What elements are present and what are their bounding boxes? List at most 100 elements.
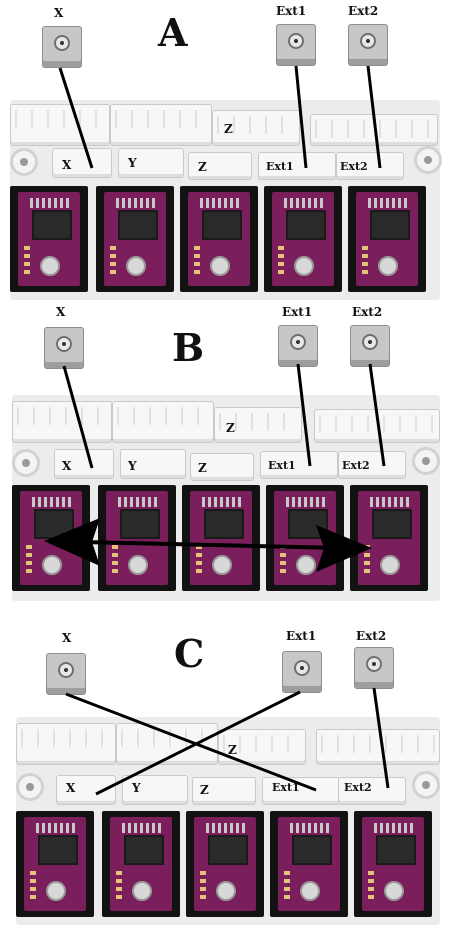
stepper-driver-ext2 <box>348 186 426 292</box>
driver-chip <box>376 835 416 865</box>
potentiometer-icon <box>40 256 60 276</box>
potentiometer-icon <box>132 881 152 901</box>
driver-heatsink <box>122 823 162 833</box>
motor-label-x: X <box>62 631 72 645</box>
driver-pcb <box>110 817 172 911</box>
driver-heatsink <box>368 198 408 208</box>
driver-capacitor <box>284 869 290 899</box>
motor-label-ext2: Ext2 <box>348 4 379 18</box>
motor-label-ext1: Ext1 <box>276 4 307 18</box>
panel-c: C X Ext1 Ext2 Z X Y Z Ext1 Ext2 <box>0 605 461 929</box>
potentiometer-icon <box>46 881 66 901</box>
panel-letter: B <box>172 325 205 370</box>
stepper-driver-y <box>102 811 180 917</box>
board-label-z: Z <box>200 783 209 797</box>
board-label-ext2: Ext2 <box>340 160 368 173</box>
driver-pcb <box>358 491 420 585</box>
driver-capacitor <box>196 543 202 573</box>
potentiometer-icon <box>296 555 316 575</box>
potentiometer-icon <box>294 256 314 276</box>
board-label-ext1: Ext1 <box>266 160 294 173</box>
stepper-motor-x <box>44 327 84 369</box>
mount-hole <box>414 146 442 174</box>
z-connector <box>188 152 252 180</box>
driver-heatsink <box>374 823 414 833</box>
potentiometer-icon <box>212 555 232 575</box>
motor-label-x: X <box>56 305 66 319</box>
potentiometer-icon <box>300 881 320 901</box>
driver-capacitor <box>24 244 30 274</box>
driver-capacitor <box>368 869 374 899</box>
motor-shaft-icon <box>360 33 376 49</box>
driver-heatsink <box>370 497 410 507</box>
stepper-driver-z <box>180 186 258 292</box>
motor-shaft-icon <box>366 656 382 672</box>
driver-heatsink <box>32 497 72 507</box>
driver-chip <box>208 835 248 865</box>
x-connector <box>56 775 116 805</box>
stepper-motor-x <box>46 653 86 695</box>
top-connector <box>116 723 218 765</box>
motor-shaft-icon <box>288 33 304 49</box>
stepper-driver-z <box>182 485 260 591</box>
motor-shaft-icon <box>290 334 306 350</box>
stepper-driver-x <box>12 485 90 591</box>
driver-capacitor <box>364 543 370 573</box>
driver-chip <box>202 210 242 240</box>
driver-capacitor <box>280 543 286 573</box>
driver-pcb <box>188 192 250 286</box>
motor-shaft-icon <box>362 334 378 350</box>
board-label-z-top: Z <box>224 122 233 136</box>
panel-b: B X Ext1 Ext2 Z X Y Z Ext1 Ext2 <box>0 305 461 605</box>
mount-hole <box>412 771 440 799</box>
motor-label-x: X <box>54 6 64 20</box>
top-connector <box>112 401 214 443</box>
board-label-x: X <box>62 459 72 473</box>
top-connector <box>16 723 116 765</box>
panel-letter: C <box>174 631 205 676</box>
y-connector <box>120 449 186 479</box>
stepper-motor-x <box>42 26 82 68</box>
driver-capacitor <box>112 543 118 573</box>
driver-pcb <box>278 817 340 911</box>
stepper-motor-ext2 <box>354 647 394 689</box>
driver-heatsink <box>36 823 76 833</box>
driver-heatsink <box>200 198 240 208</box>
mount-hole <box>16 773 44 801</box>
driver-chip <box>292 835 332 865</box>
driver-capacitor <box>194 244 200 274</box>
driver-chip <box>32 210 72 240</box>
top-connector <box>110 104 212 146</box>
y-connector <box>118 148 184 178</box>
driver-capacitor <box>30 869 36 899</box>
driver-pcb <box>356 192 418 286</box>
motor-shaft-icon <box>56 336 72 352</box>
potentiometer-icon <box>210 256 230 276</box>
driver-chip <box>286 210 326 240</box>
board-label-x: X <box>66 781 76 795</box>
board-label-z: Z <box>198 461 207 475</box>
z-top-connector <box>212 110 300 146</box>
driver-heatsink <box>290 823 330 833</box>
x-connector <box>52 148 112 178</box>
motor-label-ext2: Ext2 <box>352 305 383 319</box>
driver-capacitor <box>200 869 206 899</box>
stepper-driver-ext1 <box>264 186 342 292</box>
driver-pcb <box>104 192 166 286</box>
potentiometer-icon <box>128 555 148 575</box>
driver-pcb <box>194 817 256 911</box>
stepper-driver-ext2 <box>350 485 428 591</box>
driver-pcb <box>274 491 336 585</box>
stepper-motor-ext1 <box>276 24 316 66</box>
board-label-y: Y <box>132 781 141 795</box>
driver-pcb <box>18 192 80 286</box>
potentiometer-icon <box>216 881 236 901</box>
motor-shaft-icon <box>294 660 310 676</box>
stepper-driver-ext1 <box>270 811 348 917</box>
driver-chip <box>124 835 164 865</box>
driver-pcb <box>272 192 334 286</box>
driver-pcb <box>106 491 168 585</box>
driver-chip <box>288 509 328 539</box>
driver-pcb <box>20 491 82 585</box>
mount-hole <box>10 148 38 176</box>
